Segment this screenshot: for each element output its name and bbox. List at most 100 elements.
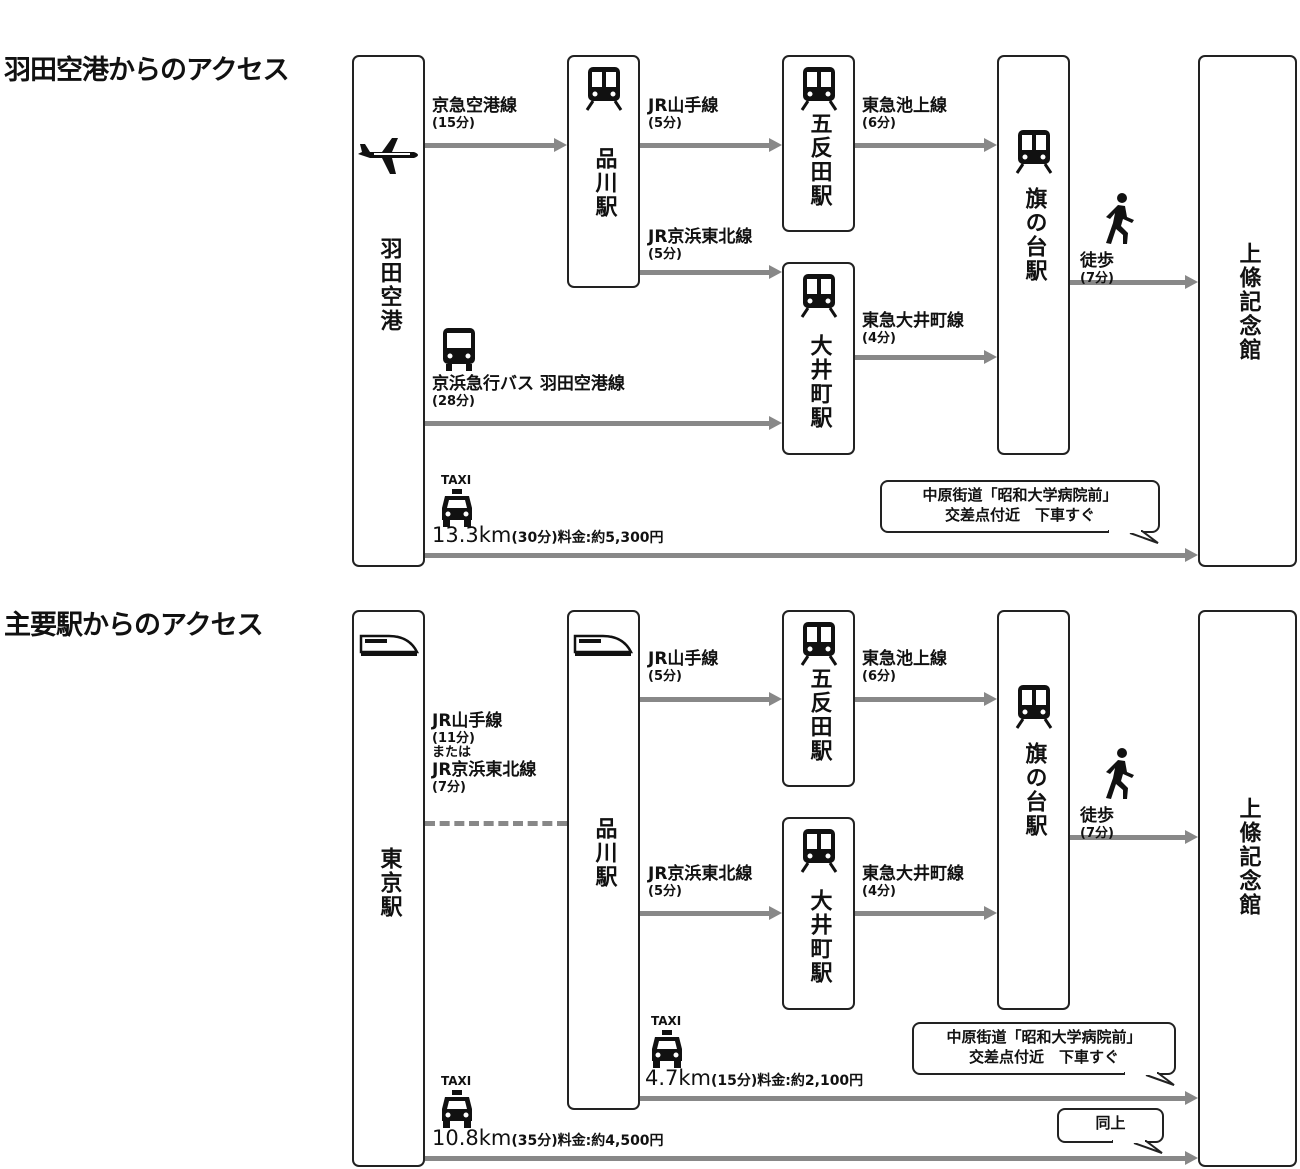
shinagawa-2-box: 品川駅 (567, 610, 640, 1110)
yamanote-2-route-time: (5分) (648, 668, 682, 684)
taxi-tokyo-arrow (425, 1151, 1198, 1165)
oimachi-line-route-name: 東急大井町線 (862, 311, 964, 331)
shinkansen-icon (359, 628, 420, 664)
route-or: または (432, 745, 472, 761)
gotanda-label: 五反田駅 (806, 112, 832, 208)
taxi-fare-text: 13.3km(30分)料金:約5,300円 (432, 523, 664, 547)
yamanote-2-route-label: JR山手線(5分) (648, 649, 718, 684)
walk-route-time: (7分) (1080, 270, 1114, 286)
walk-2-route-name: 徒歩 (1080, 806, 1114, 826)
oimachi-2-box: 大井町駅 (782, 817, 855, 1010)
yamanote-arrow (640, 138, 782, 152)
walk-route-label: 徒歩(7分) (1080, 251, 1114, 286)
keikyu-route-label: 京急空港線(15分) (432, 96, 517, 131)
kamijo-kinenkan-label: 上條記念館 (1235, 242, 1261, 362)
route-time-2: (7分) (432, 779, 466, 795)
oimachi-line-arrow (855, 350, 997, 364)
taxi-label: TAXI (651, 1014, 682, 1028)
tokyo-label: 東京駅 (376, 847, 402, 919)
section-title-main-stations: 主要駅からのアクセス (4, 610, 264, 641)
taxi-distance: 10.8km (432, 1126, 512, 1150)
bus-route-label: 京浜急行バス 羽田空港線(28分) (432, 374, 625, 409)
oimachi-line-2-route-time: (4分) (862, 883, 896, 899)
walk-icon (1103, 193, 1135, 249)
train-icon (584, 65, 624, 115)
haneda-airport-box: 羽田空港 (352, 55, 425, 567)
callout-line: 交差点付近 下車すぐ (944, 506, 1095, 525)
walk-2-route-label: 徒歩(7分) (1080, 806, 1114, 841)
bus-route-name: 京浜急行バス 羽田空港線 (432, 374, 625, 394)
ikegami-2-arrow (855, 692, 997, 706)
taxi-icon (440, 488, 474, 532)
taxi-fare-text: 4.7km(15分)料金:約2,100円 (645, 1066, 863, 1090)
taxi-distance: 4.7km (645, 1066, 712, 1090)
train-icon (1014, 128, 1054, 178)
taxi-arrow (425, 548, 1198, 562)
hatanodai-2-label: 旗の台駅 (1021, 742, 1047, 838)
callout-line: 中原街道「昭和大学病院前」 (946, 1028, 1142, 1046)
oimachi-line-route-time: (4分) (862, 330, 896, 346)
route-name: JR山手線 (432, 711, 503, 731)
train-icon (799, 620, 839, 670)
oimachi-2-label: 大井町駅 (806, 889, 832, 985)
callout-bubble: 中原街道「昭和大学病院前」交差点付近 下車すぐ (912, 1022, 1176, 1075)
taxi-shinagawa-arrow (640, 1091, 1198, 1105)
plane-icon (356, 136, 422, 180)
haneda-airport-label: 羽田空港 (376, 237, 402, 333)
tokyo-shinagawa-dashed-line (425, 821, 567, 826)
keihin-2-route-name: JR京浜東北線 (648, 864, 753, 884)
train-icon (799, 65, 839, 115)
hatanodai-2-box: 旗の台駅 (997, 610, 1070, 1010)
taxi-distance: 13.3km (432, 523, 512, 547)
route-name-2: JR京浜東北線 (432, 760, 537, 781)
callout-tail (1108, 529, 1159, 544)
gotanda-2-label: 五反田駅 (806, 667, 832, 763)
callout-line: 中原街道「昭和大学病院前」 (922, 486, 1118, 504)
section-title-haneda: 羽田空港からのアクセス (4, 55, 290, 86)
callout-line: 同上 (1095, 1114, 1126, 1132)
kamijo-kinenkan-2-label: 上條記念館 (1235, 797, 1261, 917)
taxi-label: TAXI (441, 473, 472, 487)
bus-route-time: (28分) (432, 393, 475, 409)
taxi-icon (440, 1089, 474, 1133)
keihin-route-name: JR京浜東北線 (648, 227, 753, 247)
shinagawa-label: 品川駅 (591, 147, 617, 219)
keikyu-route-name: 京急空港線 (432, 96, 517, 116)
yamanote-2-arrow (640, 692, 782, 706)
oimachi-line-2-arrow (855, 906, 997, 920)
yamanote-route-label: JR山手線(5分) (648, 96, 719, 131)
keihin-route-label: JR京浜東北線(5分) (648, 227, 753, 262)
taxi-fare-text: 10.8km(35分)料金:約4,500円 (432, 1126, 664, 1150)
walk-arrow (1070, 275, 1198, 289)
callout-bubble: 中原街道「昭和大学病院前」交差点付近 下車すぐ (880, 480, 1160, 533)
ikegami-2-route-label: 東急池上線(6分) (862, 649, 947, 684)
keihin-2-route-label: JR京浜東北線(5分) (648, 864, 753, 899)
shinkansen-icon (573, 628, 634, 664)
hatanodai-label: 旗の台駅 (1021, 187, 1047, 283)
keihin-2-route-time: (5分) (648, 883, 682, 899)
keihin-route-time: (5分) (648, 246, 682, 262)
bus-arrow (425, 416, 782, 430)
walk-2-arrow (1070, 830, 1198, 844)
ikegami-2-route-time: (6分) (862, 668, 896, 684)
kamijo-kinenkan-box: 上條記念館 (1198, 55, 1297, 567)
yamanote-route-name: JR山手線 (648, 96, 719, 116)
oimachi-box: 大井町駅 (782, 262, 855, 455)
oimachi-label: 大井町駅 (806, 334, 832, 430)
taxi-label: TAXI (441, 1074, 472, 1088)
oimachi-line-2-route-name: 東急大井町線 (862, 864, 964, 884)
callout-bubble: 同上 (1057, 1108, 1164, 1143)
ikegami-route-label: 東急池上線(6分) (862, 96, 947, 131)
walk-icon (1103, 748, 1135, 804)
kamijo-kinenkan-2-box: 上條記念館 (1198, 610, 1297, 1167)
hatanodai-box: 旗の台駅 (997, 55, 1070, 455)
callout-line: 交差点付近 下車すぐ (968, 1048, 1119, 1067)
oimachi-line-2-route-label: 東急大井町線(4分) (862, 864, 964, 899)
callout-tail (1112, 1139, 1163, 1154)
route-time: (11分) (432, 730, 475, 746)
taxi-fare-detail: (35分)料金:約4,500円 (511, 1133, 664, 1149)
oimachi-line-route-label: 東急大井町線(4分) (862, 311, 964, 346)
ikegami-arrow (855, 138, 997, 152)
